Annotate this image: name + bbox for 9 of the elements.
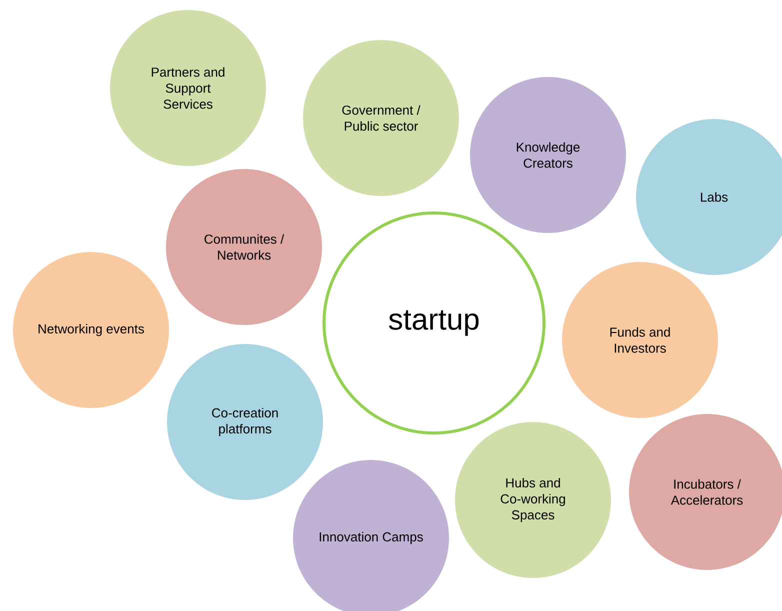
circle-node: Partners and Support Services [110,10,266,166]
circle-node: Knowledge Creators [470,77,626,233]
circle-node: Hubs and Co-working Spaces [455,422,611,578]
circle-node: Communites / Networks [166,169,322,325]
circle-node: Co-creation platforms [167,344,323,500]
circle-node: Funds and Investors [562,262,718,418]
circle-node: startup [322,212,546,434]
circle-node: Government / Public sector [303,40,459,196]
circle-node: Networking events [13,252,169,408]
